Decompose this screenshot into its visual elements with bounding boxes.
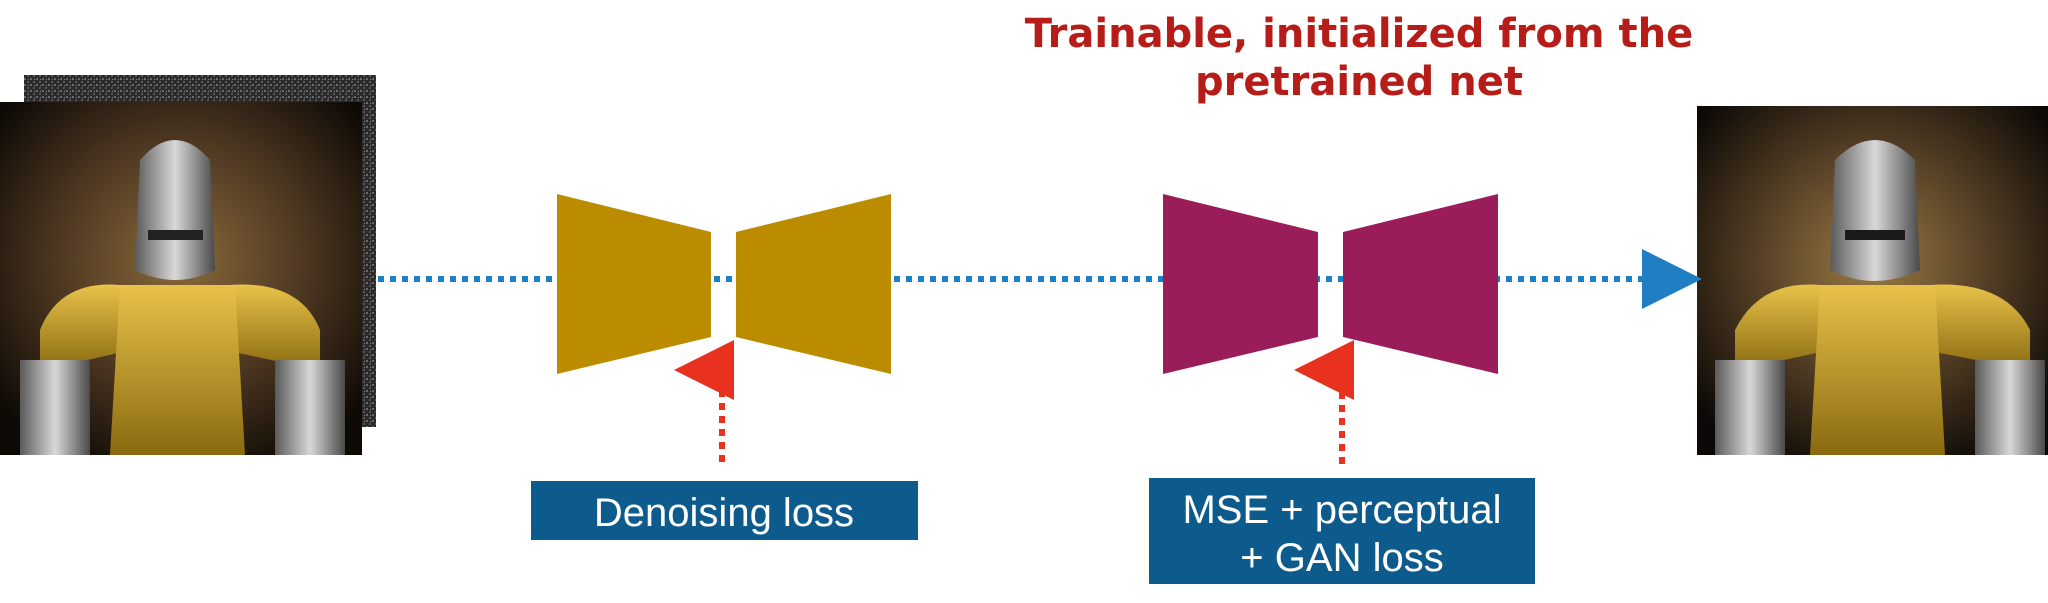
trainable-encoder	[1163, 194, 1318, 374]
trainable-decoder	[1343, 194, 1498, 374]
trainable-annotation: Trainable, initialized from the pretrain…	[1025, 11, 1693, 105]
denoising-loss-box: Denoising loss	[531, 481, 918, 540]
pretrained-decoder	[736, 194, 891, 374]
knight-output-image	[1697, 106, 2048, 455]
finetune-loss-box: MSE + perceptual + GAN loss	[1149, 478, 1535, 584]
pretrained-network	[557, 194, 891, 374]
pretrained-encoder	[557, 194, 711, 374]
finetune-loss-label-line1: MSE + perceptual	[1182, 488, 1501, 532]
knight-input-image	[0, 102, 362, 455]
trainable-network	[1163, 194, 1498, 374]
annotation-line2: pretrained net	[1195, 59, 1523, 105]
annotation-line1: Trainable, initialized from the	[1025, 11, 1693, 57]
input-image-group	[0, 75, 376, 455]
finetune-loss-label-line2: + GAN loss	[1240, 536, 1443, 580]
denoising-loss-label: Denoising loss	[594, 491, 854, 535]
